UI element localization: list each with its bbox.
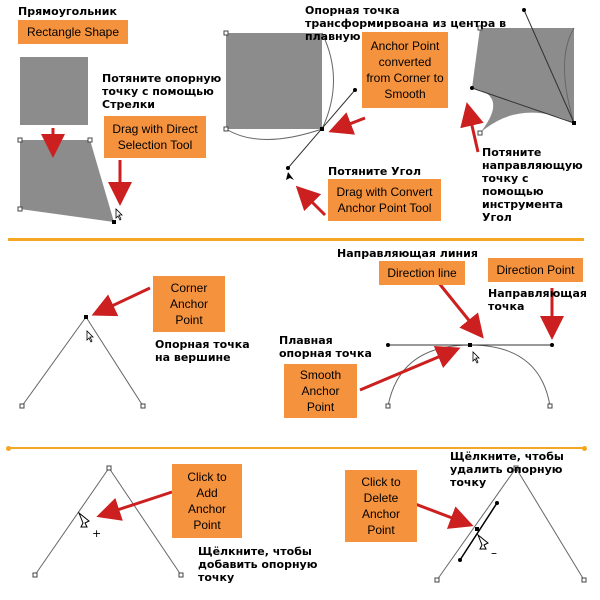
direction-point xyxy=(522,8,526,12)
anchor-point xyxy=(581,577,587,583)
ru-rectangle-label: Прямоугольник xyxy=(18,5,117,18)
arrow-cursor-icon xyxy=(86,330,94,343)
anchor-point xyxy=(84,315,88,319)
anchor-point xyxy=(320,127,324,131)
anchor-point xyxy=(477,130,483,136)
anchor-point xyxy=(475,527,479,531)
anchor-point xyxy=(223,30,229,36)
anchor-point xyxy=(17,206,23,212)
anchor-point xyxy=(223,126,229,132)
red-arrow xyxy=(328,112,366,135)
red-arrow xyxy=(460,102,484,153)
rectangle-shape-label: Rectangle Shape xyxy=(18,20,128,44)
ru-corner-anchor-label: Опорная точка на вершине xyxy=(155,338,250,364)
red-arrow xyxy=(91,286,151,317)
direction-line xyxy=(523,9,575,124)
corner-anchor-label: Corner Anchor Point xyxy=(153,276,225,332)
distorted-shape xyxy=(20,140,114,222)
rectangle-shape xyxy=(226,33,322,129)
convert-tool-icon xyxy=(286,172,294,180)
direction-point xyxy=(286,166,290,170)
anchor-point xyxy=(112,220,116,224)
ru-drag-direct-label: Потяните опорную точку с помощью Стрелки xyxy=(102,72,222,111)
red-arrow xyxy=(436,281,484,339)
direction-line xyxy=(459,502,498,561)
red-arrow xyxy=(359,345,461,392)
ru-direction-line-label: Направляющая линия xyxy=(337,247,478,260)
smooth-anchor-label: Smooth Anchor Point xyxy=(284,364,357,418)
smooth-curve xyxy=(225,128,323,140)
red-arrow xyxy=(409,500,474,529)
drag-direct-label: Drag with Direct Selection Tool xyxy=(104,116,206,158)
direction-point xyxy=(458,558,462,562)
pen-delete-icon xyxy=(476,533,489,550)
anchor-point xyxy=(477,25,483,31)
corner-path xyxy=(21,316,144,407)
direction-point-label: Direction Point xyxy=(488,258,583,282)
anchor-point xyxy=(434,577,440,583)
anchor-point xyxy=(385,403,391,409)
smooth-curve xyxy=(321,32,334,130)
anchor-point xyxy=(572,121,576,125)
anchor-point xyxy=(178,572,184,578)
section-divider xyxy=(8,238,584,241)
anchor-point xyxy=(547,403,553,409)
ru-smooth-anchor-label: Плавная опорная точка xyxy=(279,334,372,360)
pen-add-icon xyxy=(77,511,90,528)
direction-point xyxy=(495,501,499,505)
drag-convert-label: Drag with Convert Anchor Point Tool xyxy=(328,179,441,221)
anchor-point xyxy=(17,137,23,143)
anchor-point xyxy=(106,465,112,471)
divider-dot xyxy=(582,446,587,451)
minus-icon: – xyxy=(491,546,497,560)
direction-point xyxy=(353,88,357,92)
anchor-point xyxy=(140,403,146,409)
ru-drag-direction-label: Потяните направляющую точку с помощью ин… xyxy=(482,146,583,224)
ru-direction-point-label: Направляющая точка xyxy=(488,287,587,313)
plus-icon: + xyxy=(92,527,101,540)
direction-line-label: Direction line xyxy=(379,261,465,285)
arrow-cursor-icon xyxy=(472,351,480,364)
direction-point xyxy=(470,86,474,90)
anchor-point xyxy=(87,137,93,143)
direction-point xyxy=(550,343,554,347)
ru-drag-corner-label: Потяните Угол xyxy=(328,165,422,178)
ru-click-delete-label: Щёлкните, чтобы удалить опорную точку xyxy=(450,450,564,489)
red-arrow xyxy=(96,490,173,521)
ru-click-add-label: Щёлкните, чтобы добавить опорную точку xyxy=(198,545,318,584)
anchor-point xyxy=(513,465,519,471)
red-arrow xyxy=(295,185,327,217)
direction-line xyxy=(471,87,575,124)
path-add xyxy=(34,467,182,576)
click-delete-label: Click to Delete Anchor Point xyxy=(345,470,417,542)
anchor-converted-label: Anchor Point converted from Corner to Sm… xyxy=(362,32,448,108)
anchor-point xyxy=(32,572,38,578)
rectangle-shape xyxy=(20,57,88,125)
anchor-point xyxy=(468,343,472,347)
anchor-point xyxy=(19,403,25,409)
arrow-cursor-icon xyxy=(115,208,123,221)
smooth-curve xyxy=(387,344,551,407)
direction-point xyxy=(386,343,390,347)
section-divider xyxy=(8,447,584,449)
click-add-label: Click to Add Anchor Point xyxy=(172,464,242,538)
smooth-curve xyxy=(564,27,575,124)
divider-dot xyxy=(6,446,11,451)
curved-shape xyxy=(472,28,574,133)
